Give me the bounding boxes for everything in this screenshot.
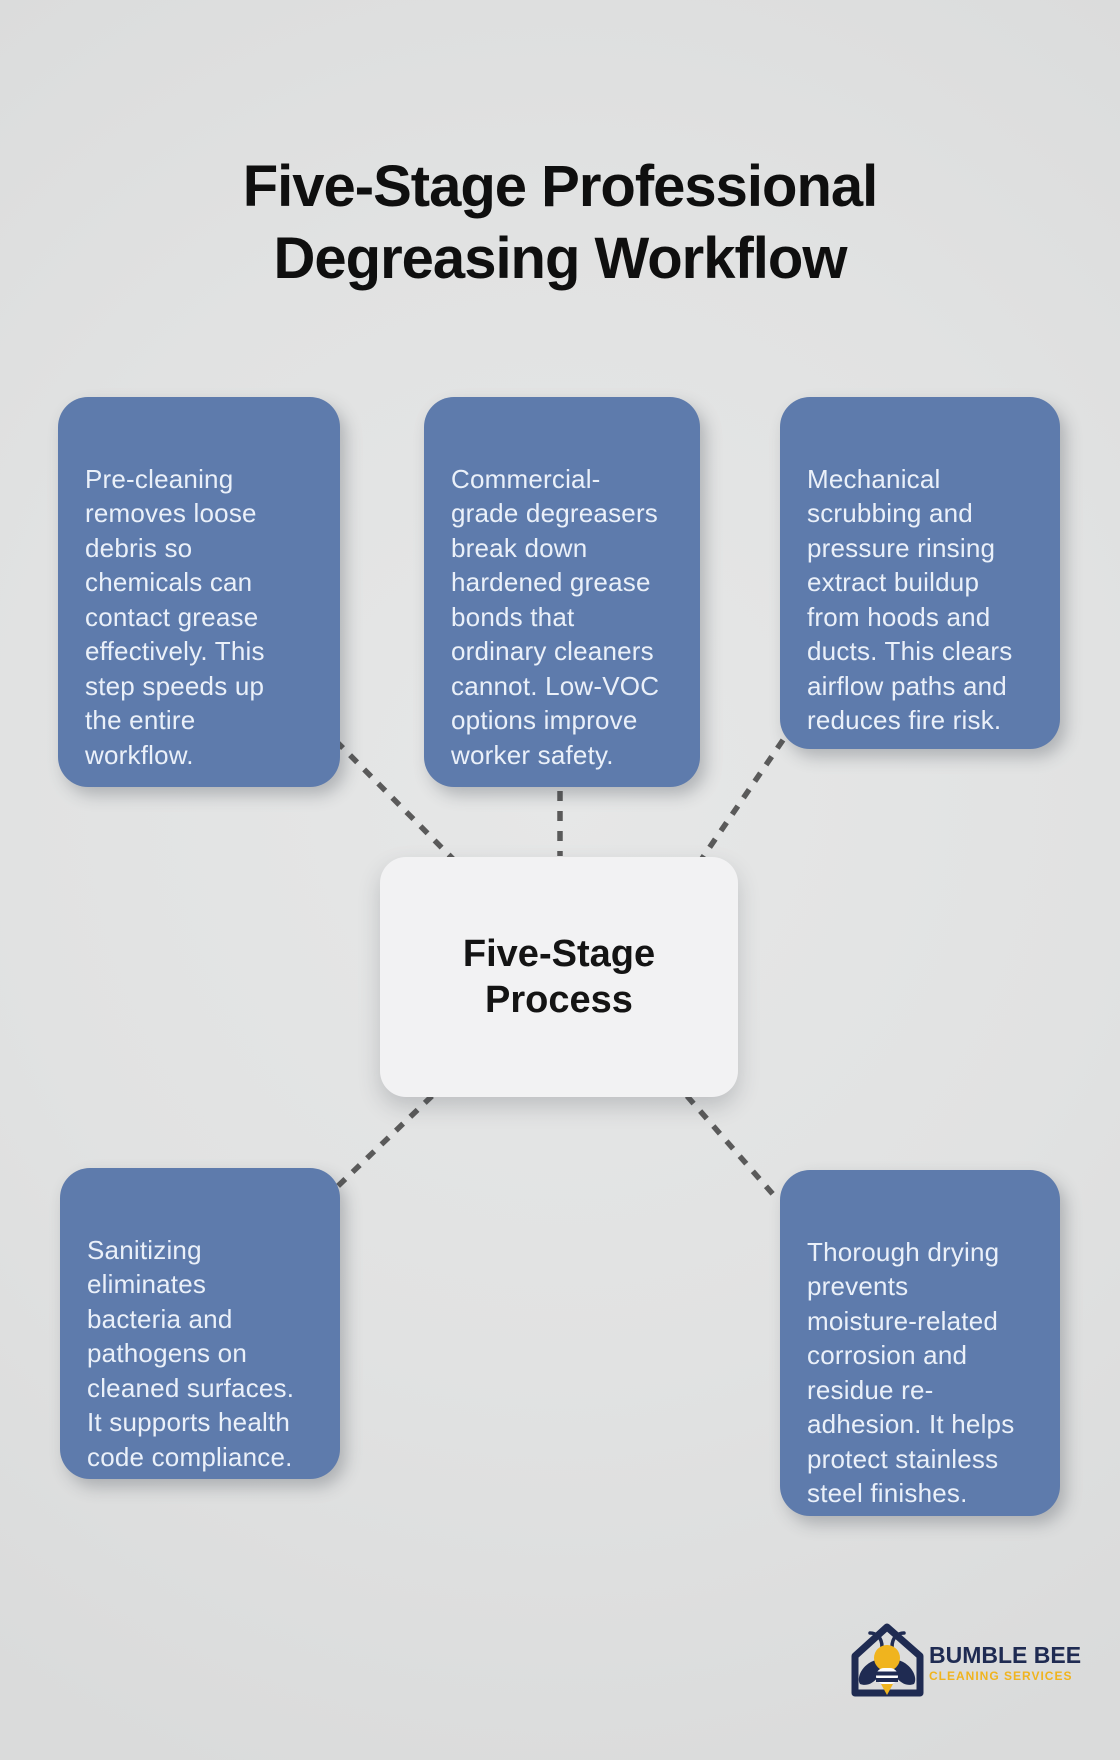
node-sanitizing-text: Sanitizing eliminates bacteria and patho…	[87, 1234, 295, 1472]
connector-scrubbing	[698, 738, 786, 862]
node-pre-cleaning-text: Pre-cleaning removes loose debris so che…	[85, 463, 265, 770]
bumble-bee-logo: BUMBLE BEE CLEANING SERVICES	[848, 1620, 1081, 1704]
bumble-bee-house-icon	[851, 1623, 924, 1697]
node-scrubbing-text: Mechanical scrubbing and pressure rinsin…	[807, 463, 1013, 736]
logo-text: BUMBLE BEE CLEANING SERVICES	[929, 1642, 1081, 1683]
connector-drying	[684, 1094, 781, 1202]
node-drying-text: Thorough drying prevents moisture-relate…	[807, 1236, 1015, 1509]
center-node-label: Five-Stage Process	[462, 933, 656, 1021]
node-degreasers-text: Commercial- grade degreasers break down …	[451, 463, 660, 770]
node-degreasers: Commercial- grade degreasers break down …	[424, 397, 700, 787]
page-title-line2: Degreasing Workflow	[273, 225, 848, 291]
page-title: Five-Stage Professional Degreasing Workf…	[0, 151, 1120, 295]
logo-tagline: CLEANING SERVICES	[929, 1668, 1073, 1683]
node-scrubbing: Mechanical scrubbing and pressure rinsin…	[780, 397, 1060, 749]
center-node-five-stage-process: Five-Stage Process	[380, 857, 738, 1097]
connector-sanitizing	[336, 1094, 434, 1188]
node-drying: Thorough drying prevents moisture-relate…	[780, 1170, 1060, 1516]
node-pre-cleaning: Pre-cleaning removes loose debris so che…	[58, 397, 340, 787]
page-title-line1: Five-Stage Professional	[242, 153, 879, 219]
node-sanitizing: Sanitizing eliminates bacteria and patho…	[60, 1168, 340, 1479]
logo-name: BUMBLE BEE	[929, 1641, 1082, 1668]
